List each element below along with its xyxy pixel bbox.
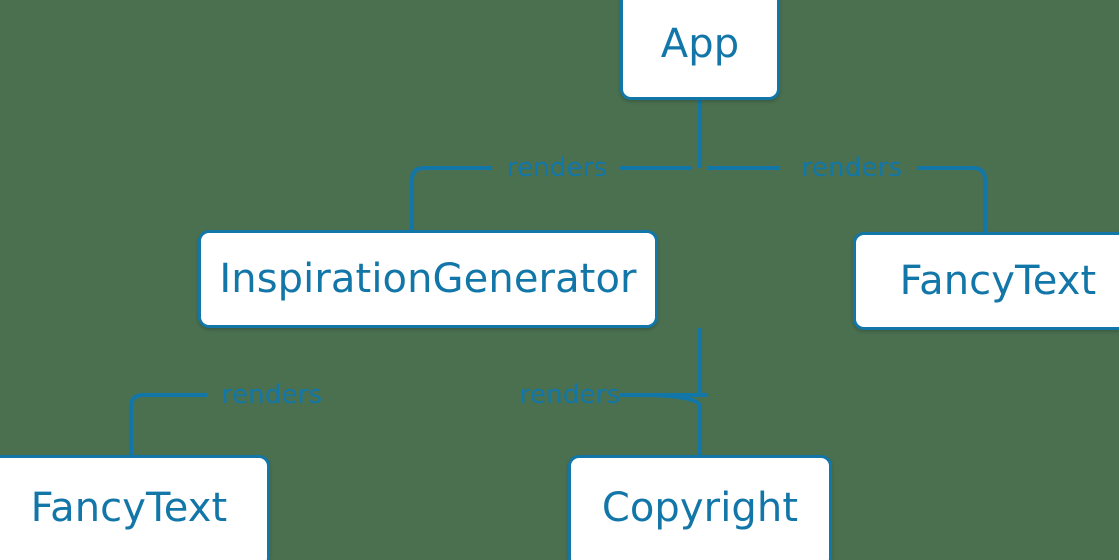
node-fancy-text-right-label: FancyText: [899, 258, 1097, 304]
edge-label-app-to-inspiration-generator: renders: [506, 153, 608, 183]
edge-inspgen-to-fancy-drop: [129, 393, 144, 455]
node-app[interactable]: App: [620, 0, 780, 100]
node-copyright[interactable]: Copyright: [568, 455, 832, 560]
node-inspiration-generator-label: InspirationGenerator: [219, 256, 637, 302]
edge-label-app-to-fancy-text: renders: [801, 153, 903, 183]
node-fancy-text-left[interactable]: FancyText: [0, 455, 270, 560]
edge-label-inspiration-generator-to-fancy-text: renders: [221, 380, 323, 410]
edge-app-to-fancy-drop: [972, 166, 987, 232]
edge-app-to-inspgen-drop: [410, 166, 425, 230]
edge-inspgen-to-copy-drop: [637, 393, 702, 455]
node-app-label: App: [660, 21, 740, 67]
node-fancy-text-right[interactable]: FancyText: [853, 232, 1119, 330]
node-copyright-label: Copyright: [601, 485, 799, 531]
node-fancy-text-left-label: FancyText: [30, 485, 228, 531]
edge-label-inspiration-generator-to-copyright: renders: [519, 380, 621, 410]
node-inspiration-generator[interactable]: InspirationGenerator: [198, 230, 658, 328]
